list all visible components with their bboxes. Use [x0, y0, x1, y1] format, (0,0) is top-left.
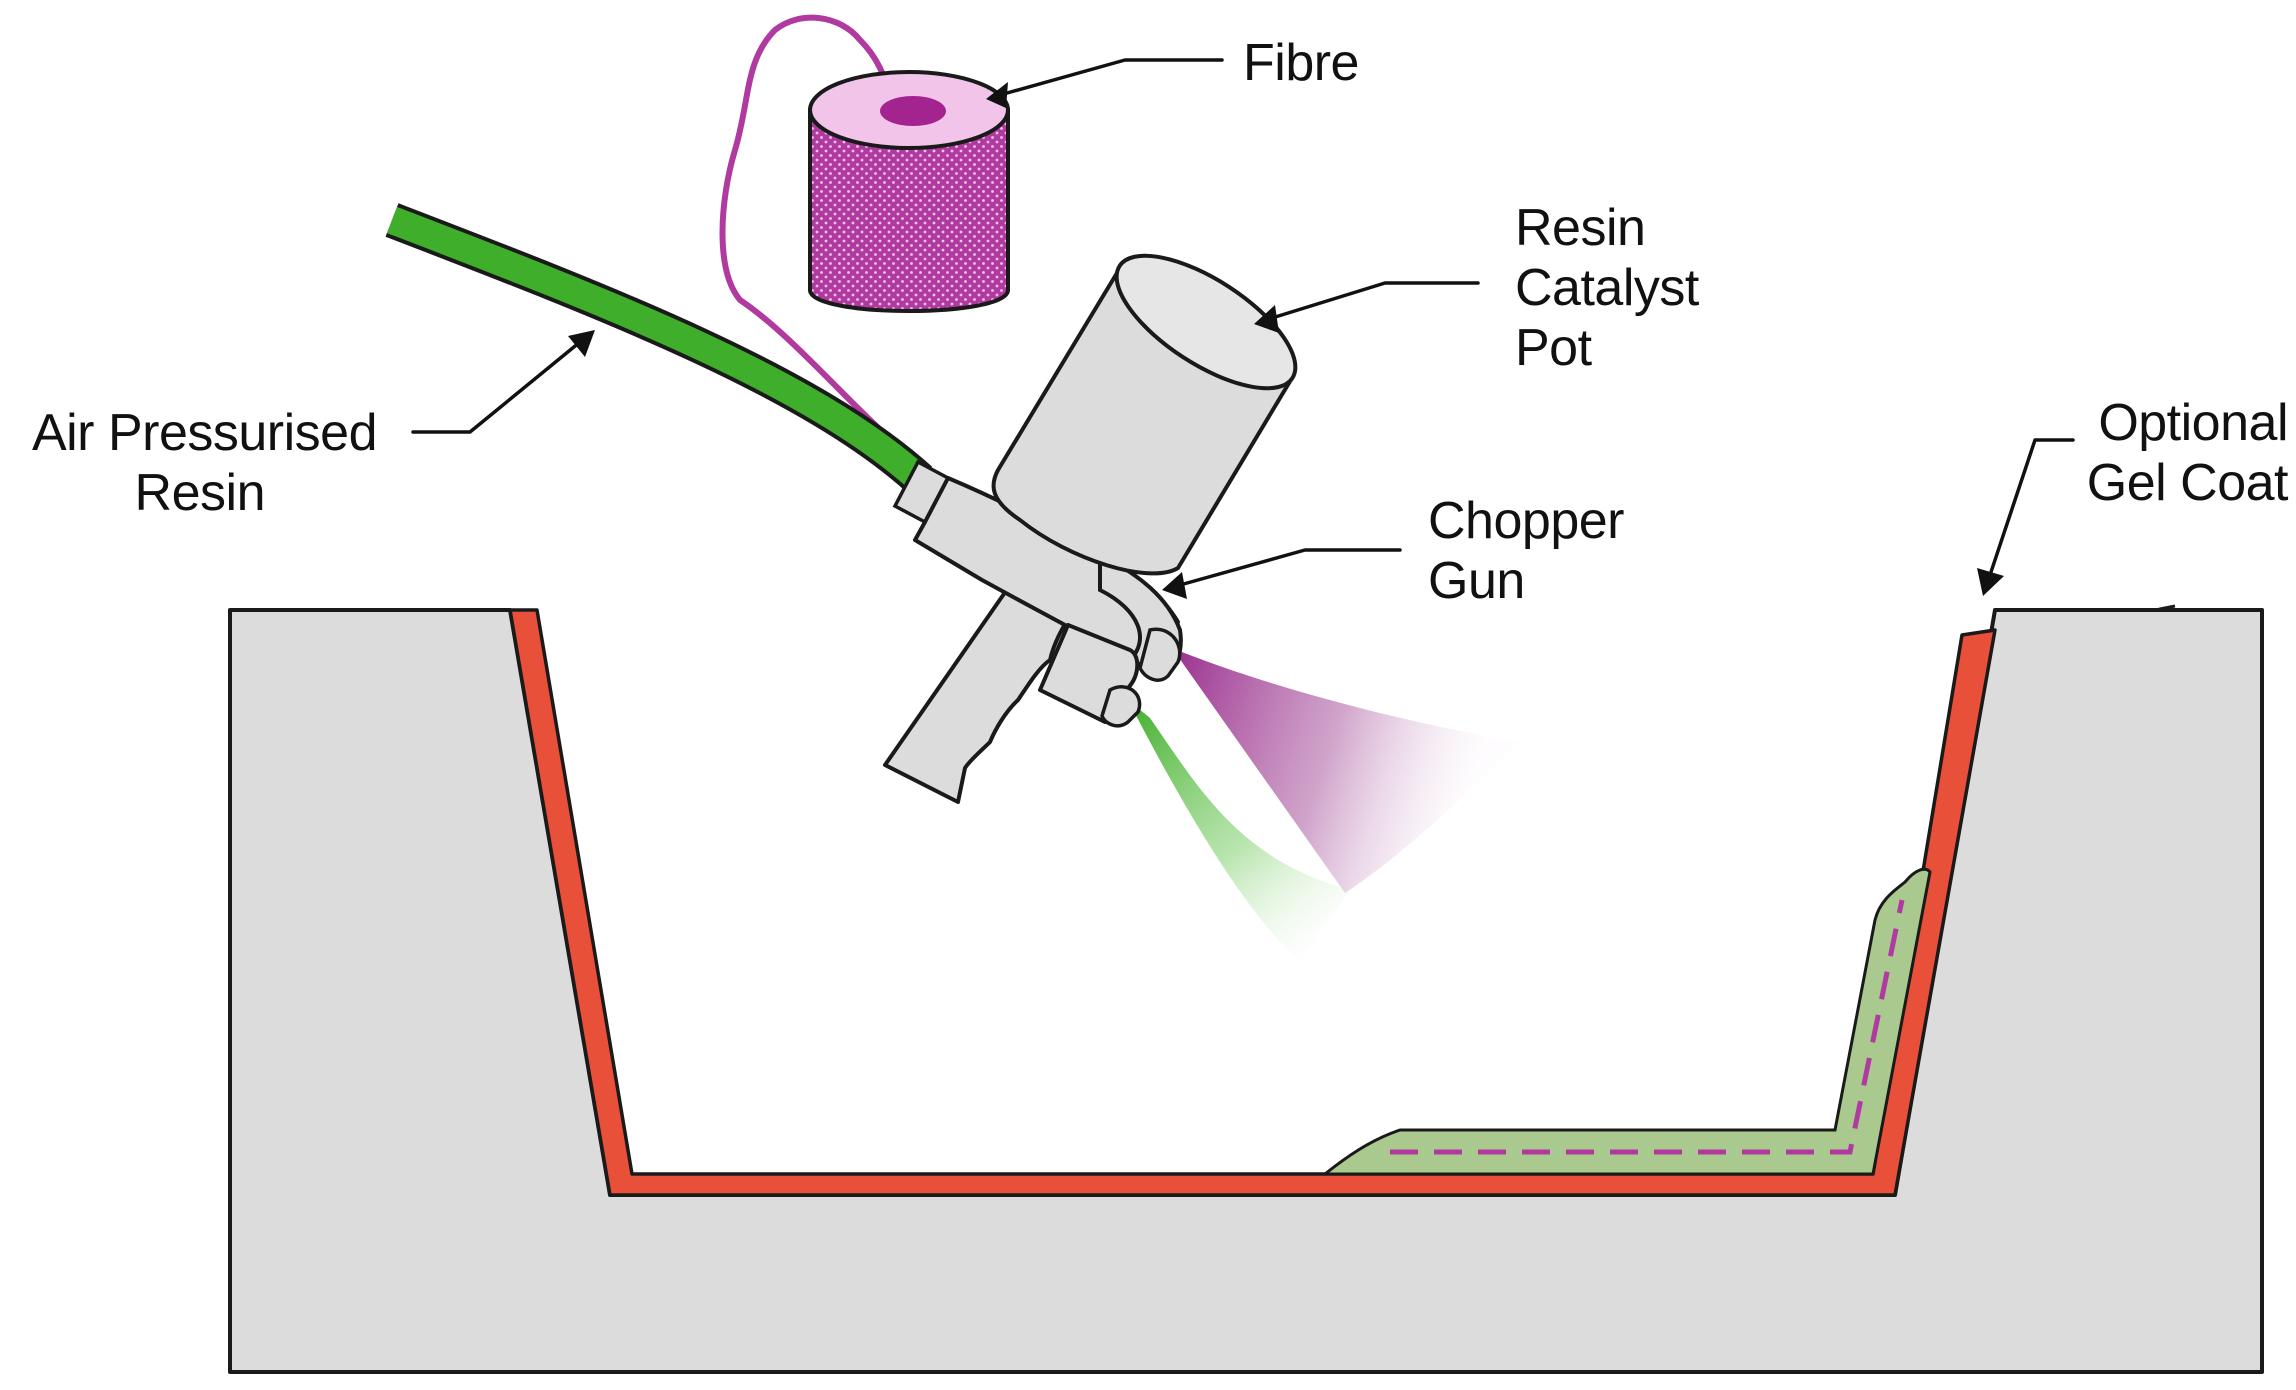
- gun-grip: [883, 576, 1079, 804]
- label-optional-gel-coat-line1: Optional: [2098, 394, 2288, 452]
- label-fibre: Fibre: [1243, 34, 1359, 92]
- resin-nozzle: [1100, 685, 1142, 728]
- chopper-gun: [883, 459, 1183, 804]
- label-resin-catalyst-pot-line3: Pot: [1515, 319, 1593, 377]
- resin-hose: [386, 206, 930, 491]
- mould-top-edge-right: [2154, 604, 2176, 612]
- leader-optional-gel-coat: [1977, 438, 2075, 596]
- label-air-pressurised-resin-line2: Resin: [135, 464, 265, 522]
- label-resin-catalyst-pot-line1: Resin: [1515, 199, 1645, 257]
- label-air-pressurised-resin-line1: Air Pressurised: [32, 404, 377, 462]
- fibre-spool: [808, 70, 1010, 313]
- resin-spray: [1128, 700, 1350, 965]
- leader-fibre: [986, 58, 1224, 108]
- leader-air-pressurised-resin: [411, 330, 595, 434]
- laminate-fibre-line: [1390, 899, 1905, 1155]
- laminate-layer: [1320, 867, 1932, 1176]
- gel-coat-layer: [508, 608, 1997, 1197]
- fibre-strand: [719, 14, 921, 463]
- label-resin-catalyst-pot-line2: Catalyst: [1515, 259, 1700, 317]
- label-chopper-gun-line1: Chopper: [1428, 492, 1624, 550]
- leader-chopper-gun: [1162, 548, 1402, 599]
- fibre-spray: [1172, 648, 1518, 893]
- fibre-nozzle: [1138, 627, 1182, 682]
- leader-resin-catalyst-pot: [1254, 281, 1480, 333]
- resin-catalyst-pot: [991, 253, 1298, 576]
- label-chopper-gun-line2: Gun: [1428, 552, 1525, 610]
- label-optional-gel-coat-line2: Gel Coat: [2087, 454, 2289, 512]
